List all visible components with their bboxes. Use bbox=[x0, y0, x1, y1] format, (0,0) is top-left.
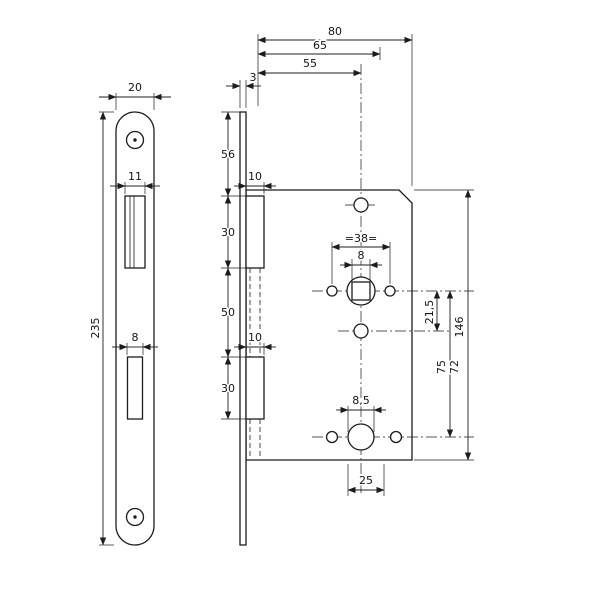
dim-faceplate-height: 235 bbox=[89, 318, 102, 339]
lock-case-body bbox=[245, 189, 413, 461]
dim-case-height: 146 bbox=[453, 317, 466, 338]
dim-bolt-opening-width: 8 bbox=[132, 331, 139, 344]
dim-centers-lower: 72 bbox=[448, 360, 461, 374]
follower-hole bbox=[346, 276, 376, 306]
cylinder-screw-hole-right bbox=[389, 430, 403, 444]
handle-screw-hole-right bbox=[384, 285, 396, 297]
dim-handle-hole-spacing: =38= bbox=[345, 232, 377, 245]
screw-hole-bottom-center bbox=[133, 515, 137, 519]
faceplate-edge bbox=[239, 111, 247, 546]
handle-screw-hole-left bbox=[326, 285, 338, 297]
mid-hole bbox=[353, 323, 369, 339]
top-dimensions: 80 65 55 3 bbox=[226, 24, 413, 186]
dim-follower-square: 8 bbox=[358, 249, 365, 262]
dim-latch-depth: 10 bbox=[248, 170, 262, 183]
latch-pocket-side bbox=[245, 195, 265, 269]
dim-overall-depth: 80 bbox=[328, 25, 342, 38]
screw-hole-top-center bbox=[133, 138, 137, 142]
dim-faceplate-thickness: 3 bbox=[250, 71, 257, 84]
dim-backset: 55 bbox=[303, 57, 317, 70]
dim-bolt-height: 30 bbox=[221, 382, 235, 395]
bolt-opening-front bbox=[126, 356, 144, 420]
left-vertical-dimensions: 56 30 50 30 10 10 bbox=[220, 111, 276, 420]
dim-faceplate-width: 20 bbox=[128, 81, 142, 94]
dim-centers-upper: 75 bbox=[435, 360, 448, 374]
dim-body-depth: 65 bbox=[313, 39, 327, 52]
dim-follower-to-hole: 21,5 bbox=[423, 300, 436, 325]
top-fixing-hole bbox=[353, 197, 369, 213]
dim-latch-to-bolt: 50 bbox=[221, 306, 235, 319]
cylinder-screw-hole-left bbox=[325, 430, 339, 444]
dim-latch-height: 30 bbox=[221, 226, 235, 239]
dim-bolt-depth: 10 bbox=[248, 331, 262, 344]
latch-opening-front bbox=[124, 195, 146, 269]
cylinder-hole bbox=[347, 423, 375, 451]
side-view bbox=[239, 64, 474, 546]
front-view: 20 235 11 8 bbox=[88, 80, 171, 546]
case-detail-dimensions: =38= 8 21,5 75 72 146 8,5 25 bbox=[331, 189, 474, 496]
dim-cylinder-hole-dia: 8,5 bbox=[352, 394, 370, 407]
follower-square bbox=[351, 281, 371, 301]
dim-latch-opening-width: 11 bbox=[128, 170, 142, 183]
dim-bottom-offset: 25 bbox=[359, 474, 373, 487]
bolt-pocket-side bbox=[245, 356, 265, 420]
dim-top-to-latch: 56 bbox=[221, 148, 235, 161]
